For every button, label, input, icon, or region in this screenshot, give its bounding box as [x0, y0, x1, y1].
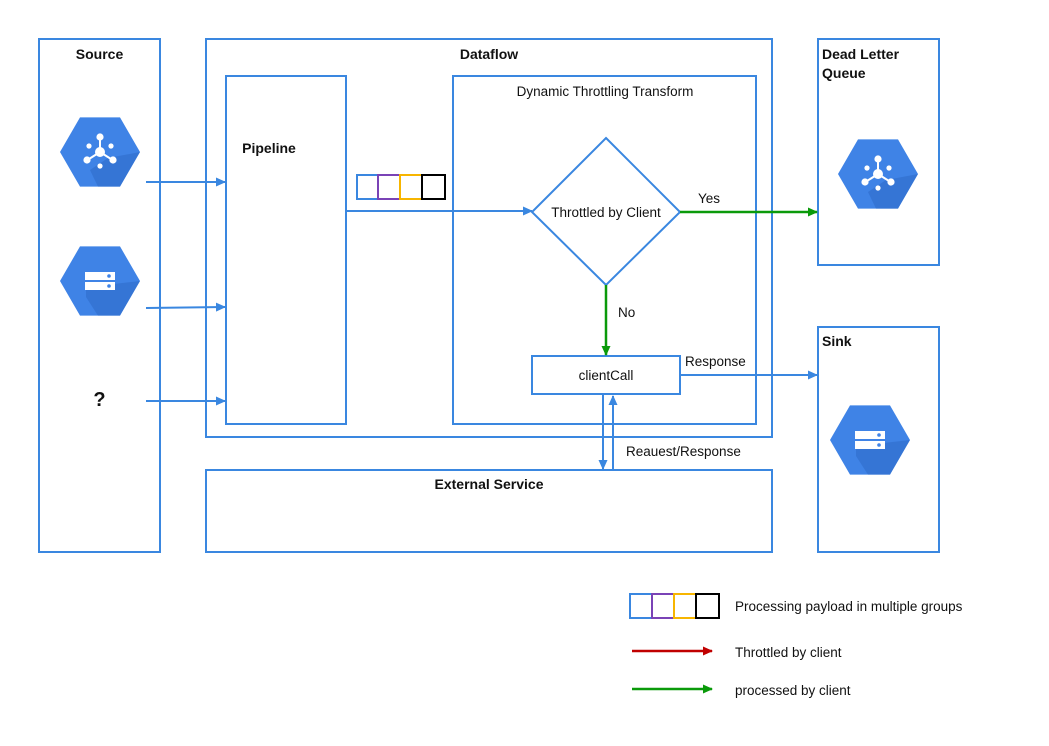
throttling-transform-title: Dynamic Throttling Transform	[517, 84, 694, 99]
legend: Processing payload in multiple groups Th…	[629, 593, 963, 698]
dataflow-title: Dataflow	[460, 46, 518, 62]
sink-box	[817, 326, 940, 553]
dead-letter-title-line1: Dead Letter	[822, 46, 900, 62]
no-label: No	[618, 305, 635, 320]
payload-groups	[356, 174, 446, 200]
legend-throttled-label: Throttled by client	[735, 645, 842, 660]
legend-payload-group-1	[629, 593, 653, 619]
sink-title: Sink	[822, 333, 852, 349]
payload-group-3	[399, 174, 423, 200]
response-label: Response	[685, 354, 746, 369]
client-call-label: clientCall	[579, 368, 634, 383]
pubsub-icon	[60, 117, 140, 187]
source-title: Source	[76, 46, 124, 62]
legend-processed-label: processed by client	[735, 683, 851, 698]
decision-label: Throttled by Client	[551, 205, 661, 220]
unknown-source-label: ?	[93, 389, 105, 411]
storage-icon	[830, 405, 910, 475]
external-service-title: External Service	[435, 476, 544, 492]
dead-letter-title-line2: Queue	[822, 65, 866, 81]
legend-payload-group-3	[673, 593, 697, 619]
payload-group-4	[421, 174, 446, 200]
request-response-label: Reauest/Response	[626, 444, 741, 459]
source-box	[38, 38, 161, 553]
legend-payload-group-4	[695, 593, 720, 619]
pipeline-label: Pipeline	[242, 140, 296, 156]
dead-letter-queue-box	[817, 38, 940, 266]
legend-payload-label: Processing payload in multiple groups	[735, 599, 963, 614]
dataflow-box	[205, 38, 773, 438]
external-service-box	[205, 469, 773, 553]
payload-group-1	[356, 174, 379, 200]
payload-group-2	[377, 174, 401, 200]
legend-payload-group-2	[651, 593, 675, 619]
source-to-pipeline-arrow-2	[145, 302, 226, 312]
pipeline-box	[225, 75, 347, 425]
storage-icon	[60, 246, 140, 316]
throttling-transform-box	[452, 75, 757, 425]
pubsub-icon	[838, 139, 918, 209]
yes-label: Yes	[698, 191, 720, 206]
